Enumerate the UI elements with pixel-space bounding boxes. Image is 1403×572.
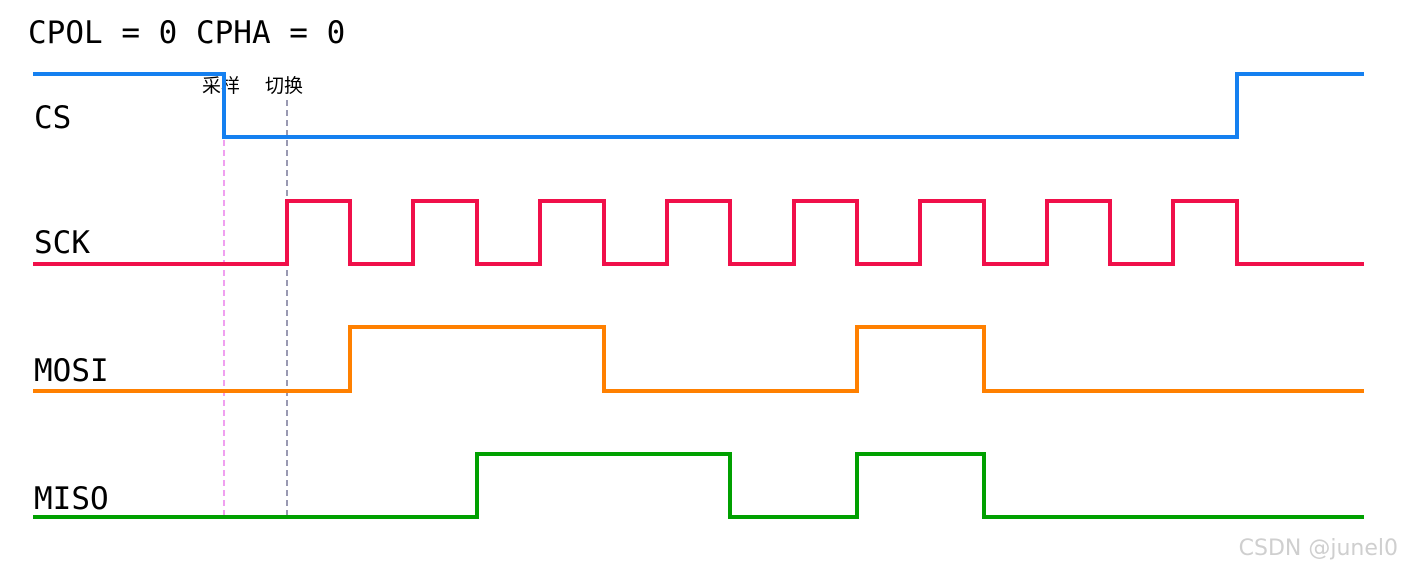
waveform-sck xyxy=(33,199,1364,266)
timing-markers: 采样 切换 xyxy=(202,75,303,520)
signal-label-mosi: MOSI xyxy=(34,353,109,389)
signal-label-miso: MISO xyxy=(34,481,109,517)
signal-miso: MISO xyxy=(33,452,1364,519)
switch-marker-label: 切换 xyxy=(265,75,303,97)
sample-marker-label: 采样 xyxy=(202,75,240,97)
signal-cs: CS xyxy=(33,72,1364,139)
signal-sck: SCK xyxy=(33,199,1364,266)
watermark: CSDN @junel0 xyxy=(1239,536,1398,561)
signal-label-sck: SCK xyxy=(34,225,90,261)
diagram-title: CPOL = 0 CPHA = 0 xyxy=(28,15,345,51)
waveform-mosi xyxy=(33,325,1364,393)
waveform-miso xyxy=(33,452,1364,519)
signal-mosi: MOSI xyxy=(33,325,1364,393)
waveform-cs xyxy=(33,72,1364,139)
signal-label-cs: CS xyxy=(34,100,71,136)
